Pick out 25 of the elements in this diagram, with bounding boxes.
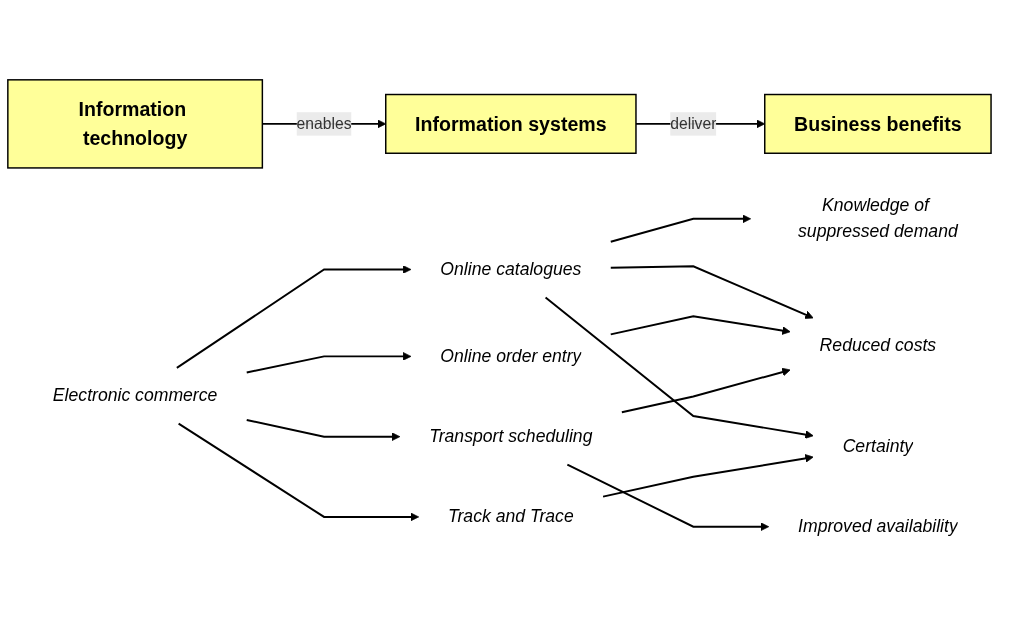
arrow (609, 265, 814, 319)
node-box: Business benefits (764, 93, 992, 154)
arrow (602, 453, 814, 498)
node-box: Information technology (7, 78, 264, 169)
node-box: Information systems (385, 93, 637, 154)
node-text: Certainty (842, 435, 914, 456)
edge-label: enables (296, 114, 352, 132)
node-text: Online order entry (440, 345, 582, 366)
arrow (175, 264, 412, 369)
arrow (566, 463, 770, 531)
edge-label: deliver (670, 114, 717, 132)
arrow (245, 418, 401, 441)
arrow (245, 351, 412, 374)
node-text: Transport scheduling (429, 426, 593, 446)
arrow (544, 296, 814, 439)
arrow (609, 315, 791, 336)
node-text: Online catalogues (440, 259, 582, 279)
node-text: Improved availability (798, 516, 958, 536)
arrow (620, 367, 791, 413)
node-text: Electronic commerce (52, 385, 218, 405)
node-text: Reduced costs (819, 335, 937, 355)
arrow (609, 214, 752, 243)
node-text: Knowledge of suppressed demand (798, 195, 958, 242)
node-text: Track and Trace (448, 506, 574, 526)
arrow (177, 422, 420, 521)
